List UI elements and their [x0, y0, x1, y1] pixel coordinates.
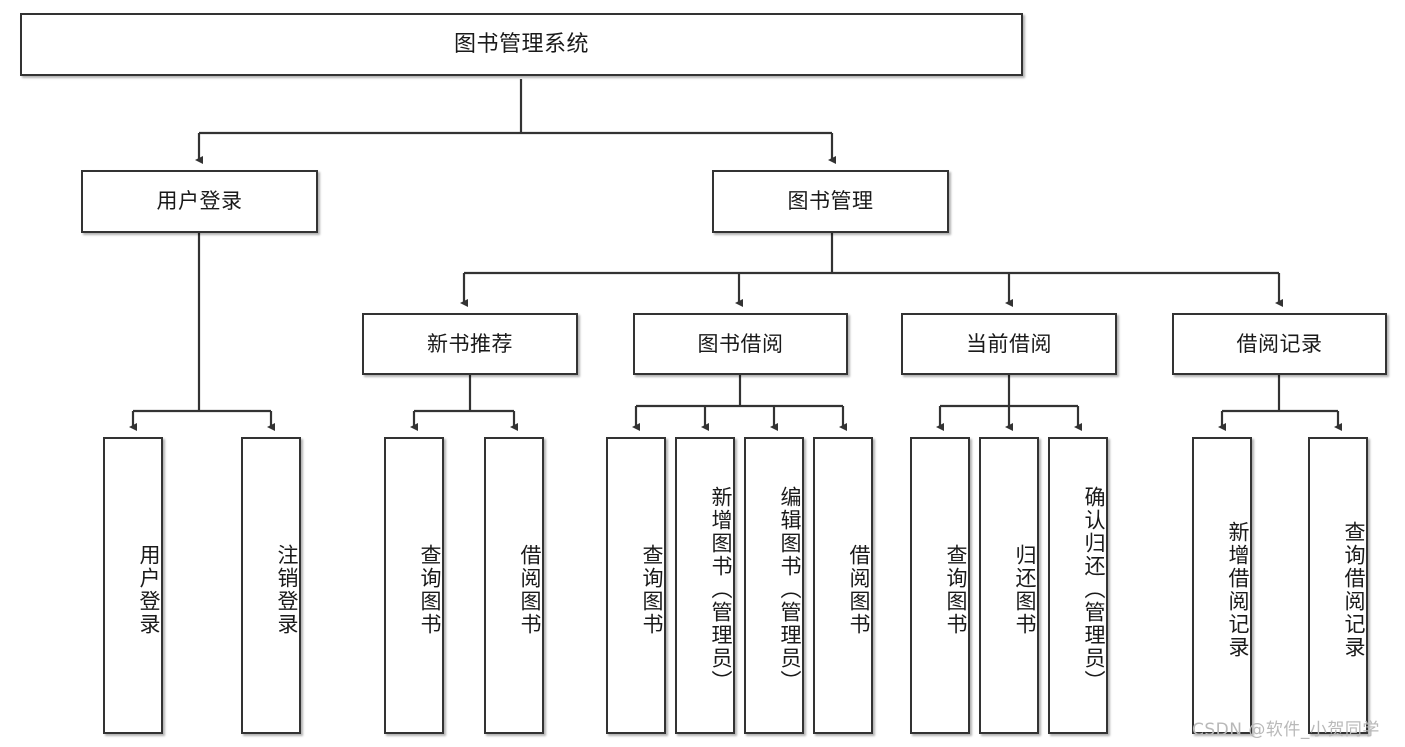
- node-borrow-record[interactable]: 借阅记录: [1172, 313, 1387, 375]
- node-leaf-query-book-borrow[interactable]: 查询图书: [606, 437, 666, 734]
- node-leaf-return-book[interactable]: 归还图书: [979, 437, 1039, 734]
- node-user-login-label: 用户登录: [156, 189, 243, 214]
- node-book-borrow[interactable]: 图书借阅: [633, 313, 848, 375]
- node-leaf-edit-book-admin-label: 编辑图书（管理员）: [778, 486, 802, 693]
- node-leaf-borrow-book-label: 借阅图书: [847, 543, 871, 636]
- node-leaf-confirm-return-admin[interactable]: 确认归还（管理员）: [1048, 437, 1108, 734]
- node-leaf-edit-book-admin[interactable]: 编辑图书（管理员）: [744, 437, 804, 734]
- node-leaf-query-book-current-label: 查询图书: [944, 543, 968, 636]
- node-leaf-query-book-borrow-label: 查询图书: [640, 543, 664, 636]
- node-root[interactable]: 图书管理系统: [20, 13, 1023, 76]
- node-leaf-user-login-label: 用户登录: [137, 543, 161, 636]
- node-leaf-borrow-book-recommend[interactable]: 借阅图书: [484, 437, 544, 734]
- node-leaf-user-login[interactable]: 用户登录: [103, 437, 163, 734]
- node-current-borrow-label: 当前借阅: [966, 331, 1052, 356]
- node-new-book-recommend-label: 新书推荐: [427, 331, 513, 356]
- node-leaf-query-book-current[interactable]: 查询图书: [910, 437, 970, 734]
- node-book-borrow-label: 图书借阅: [697, 331, 784, 356]
- node-leaf-confirm-return-admin-label: 确认归还（管理员）: [1082, 486, 1106, 693]
- node-leaf-query-book-recommend-label: 查询图书: [418, 543, 442, 636]
- node-leaf-add-borrow-record[interactable]: 新增借阅记录: [1192, 437, 1252, 734]
- node-leaf-query-book-recommend[interactable]: 查询图书: [384, 437, 444, 734]
- node-current-borrow[interactable]: 当前借阅: [901, 313, 1117, 375]
- node-leaf-borrow-book[interactable]: 借阅图书: [813, 437, 873, 734]
- node-leaf-query-borrow-record-label: 查询借阅记录: [1342, 520, 1366, 659]
- node-user-login[interactable]: 用户登录: [81, 170, 318, 233]
- node-root-label: 图书管理系统: [453, 31, 589, 57]
- node-leaf-logout-label: 注销登录: [275, 543, 299, 636]
- node-leaf-add-borrow-record-label: 新增借阅记录: [1226, 520, 1250, 659]
- csdn-watermark: CSDN @软件_小贺同学: [1192, 720, 1380, 740]
- node-leaf-add-book-admin-label: 新增图书（管理员）: [709, 486, 733, 693]
- node-book-management[interactable]: 图书管理: [712, 170, 949, 233]
- node-leaf-logout[interactable]: 注销登录: [241, 437, 301, 734]
- node-borrow-record-label: 借阅记录: [1236, 331, 1323, 356]
- node-new-book-recommend[interactable]: 新书推荐: [362, 313, 578, 375]
- node-leaf-query-borrow-record[interactable]: 查询借阅记录: [1308, 437, 1368, 734]
- node-leaf-add-book-admin[interactable]: 新增图书（管理员）: [675, 437, 735, 734]
- node-leaf-borrow-book-recommend-label: 借阅图书: [518, 543, 542, 636]
- node-book-management-label: 图书管理: [787, 189, 874, 214]
- node-leaf-return-book-label: 归还图书: [1013, 543, 1037, 636]
